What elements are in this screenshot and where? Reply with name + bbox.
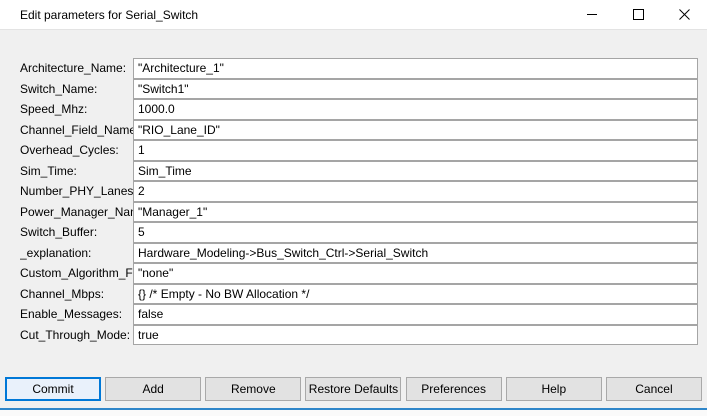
param-input-switch-name[interactable]	[133, 78, 698, 99]
param-label: Switch_Buffer:	[20, 225, 98, 239]
minimize-button[interactable]	[569, 0, 615, 29]
restore-defaults-button[interactable]: Restore Defaults	[305, 377, 402, 401]
titlebar: Edit parameters for Serial_Switch	[0, 0, 707, 30]
param-label: Custom_Algorithm_File:	[20, 266, 133, 280]
preferences-button[interactable]: Preferences	[405, 377, 502, 401]
param-row: Overhead_Cycles:	[0, 140, 707, 161]
param-label: Cut_Through_Mode:	[20, 327, 131, 342]
param-input-power-manager-name[interactable]	[133, 201, 698, 222]
param-label: _explanation:	[20, 245, 92, 260]
param-row: Cut_Through_Mode:	[0, 324, 707, 345]
param-input-cut-through-mode[interactable]	[133, 324, 698, 345]
maximize-icon	[632, 9, 644, 20]
param-row: Enable_Messages:	[0, 304, 707, 325]
param-input-custom-algorithm-file[interactable]	[133, 263, 698, 284]
param-row: Architecture_Name:	[0, 58, 707, 79]
param-input-sim-time[interactable]	[133, 160, 698, 181]
param-row: _explanation:	[0, 242, 707, 263]
window-title: Edit parameters for Serial_Switch	[20, 7, 199, 22]
param-row: Switch_Name:	[0, 78, 707, 99]
param-label: Architecture_Name:	[20, 61, 127, 75]
parameter-form: Architecture_Name: Switch_Name: Speed_Mh…	[0, 58, 707, 345]
param-label: Sim_Time:	[20, 163, 77, 178]
param-label: Number_PHY_Lanes:	[20, 184, 133, 198]
param-input-enable-messages[interactable]	[133, 304, 698, 325]
param-row: Switch_Buffer:	[0, 222, 707, 243]
param-row: Custom_Algorithm_File:	[0, 263, 707, 284]
param-input-overhead-cycles[interactable]	[133, 140, 698, 161]
param-row: Power_Manager_Name:	[0, 201, 707, 222]
close-icon	[678, 9, 690, 20]
param-label: Enable_Messages:	[20, 307, 123, 321]
param-row: Channel_Mbps:	[0, 283, 707, 304]
close-button[interactable]	[661, 0, 707, 29]
param-input-number-phy-lanes[interactable]	[133, 181, 698, 202]
remove-button[interactable]: Remove	[205, 377, 302, 401]
param-input-explanation[interactable]	[133, 242, 698, 263]
param-row: Channel_Field_Name:	[0, 119, 707, 140]
param-input-channel-mbps[interactable]	[133, 283, 698, 304]
minimize-icon	[587, 14, 597, 15]
param-label: Power_Manager_Name:	[20, 204, 133, 219]
cancel-button[interactable]: Cancel	[605, 377, 702, 401]
button-row: Commit Add Remove Restore Defaults Prefe…	[5, 377, 702, 401]
param-row: Sim_Time:	[0, 160, 707, 181]
window-controls	[569, 0, 707, 29]
commit-button[interactable]: Commit	[5, 377, 101, 401]
param-input-architecture-name[interactable]	[133, 58, 698, 79]
param-row: Number_PHY_Lanes:	[0, 181, 707, 202]
param-input-channel-field-name[interactable]	[133, 119, 698, 140]
param-label: Channel_Mbps:	[20, 286, 105, 301]
param-row: Speed_Mhz:	[0, 99, 707, 120]
maximize-button[interactable]	[615, 0, 661, 29]
param-label: Speed_Mhz:	[20, 102, 88, 116]
param-label: Channel_Field_Name:	[20, 122, 133, 137]
help-button[interactable]: Help	[505, 377, 602, 401]
param-label: Switch_Name:	[20, 81, 98, 96]
param-label: Overhead_Cycles:	[20, 143, 119, 157]
add-button[interactable]: Add	[105, 377, 202, 401]
param-input-switch-buffer[interactable]	[133, 222, 698, 243]
dialog-body: Architecture_Name: Switch_Name: Speed_Mh…	[0, 30, 707, 408]
param-input-speed-mhz[interactable]	[133, 99, 698, 120]
